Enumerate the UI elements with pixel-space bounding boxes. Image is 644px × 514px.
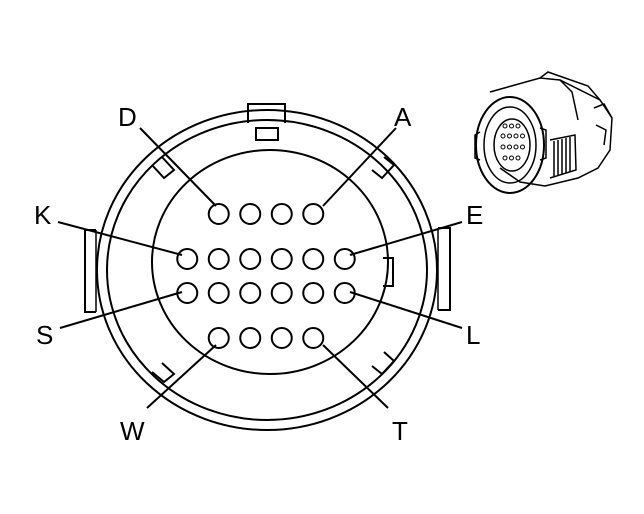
thumbnail-pin (502, 155, 508, 161)
leader-w (146, 344, 217, 409)
callout-labels: D A K E S L W T (34, 102, 483, 446)
leader-k (57, 221, 183, 256)
pin-cavity (302, 203, 325, 225)
callout-label-t: T (392, 416, 408, 446)
pin-cavity (302, 327, 325, 349)
thumbnail-pin (515, 123, 521, 129)
pin-cavity (207, 327, 230, 349)
leader-t (322, 344, 389, 409)
thumbnail-pin (513, 133, 519, 139)
pin-cavity (270, 248, 293, 270)
callout-label-d: D (118, 102, 137, 132)
connector-housing (84, 103, 451, 431)
pin-cavity (239, 248, 262, 270)
pin-cavity (302, 248, 325, 270)
thumbnail-pin (507, 144, 512, 150)
pin-cavity (333, 248, 356, 270)
callout-label-a: A (394, 102, 412, 132)
thumbnail-pin (500, 133, 506, 139)
thumbnail-pin (502, 123, 508, 129)
connector-thumbnail (474, 71, 613, 194)
pin-cavity (207, 282, 230, 304)
thumbnail-pin (513, 144, 519, 150)
pin-cavity (239, 203, 262, 225)
thumbnail-pin (500, 144, 506, 150)
pin-array (176, 203, 356, 349)
leader-s (59, 291, 183, 329)
pin-cavity (270, 282, 293, 304)
callout-label-l: L (466, 320, 480, 350)
callout-label-e: E (466, 200, 483, 230)
pin-cavity (239, 282, 262, 304)
thumbnail-pin (507, 133, 512, 139)
pin-cavity (302, 282, 325, 304)
thumbnail-pin (520, 133, 525, 139)
pin-cavity (176, 248, 199, 270)
pin-cavity (207, 248, 230, 270)
thumbnail-pin (520, 144, 525, 150)
leader-d (139, 127, 217, 207)
pin-cavity (270, 327, 293, 349)
leader-l (349, 291, 463, 329)
thumbnail-pin (515, 155, 521, 161)
pin-cavity (207, 203, 230, 225)
leader-lines (57, 127, 463, 409)
leader-a (322, 127, 397, 207)
thumbnail-pins (500, 123, 525, 161)
callout-label-s: S (36, 320, 53, 350)
leader-e (349, 221, 463, 256)
pin-cavity (239, 327, 262, 349)
thumbnail-pin (509, 155, 514, 161)
callout-label-w: W (120, 416, 145, 446)
thumbnail-pin (509, 123, 514, 129)
callout-label-k: K (34, 200, 52, 230)
pin-cavity (270, 203, 293, 225)
